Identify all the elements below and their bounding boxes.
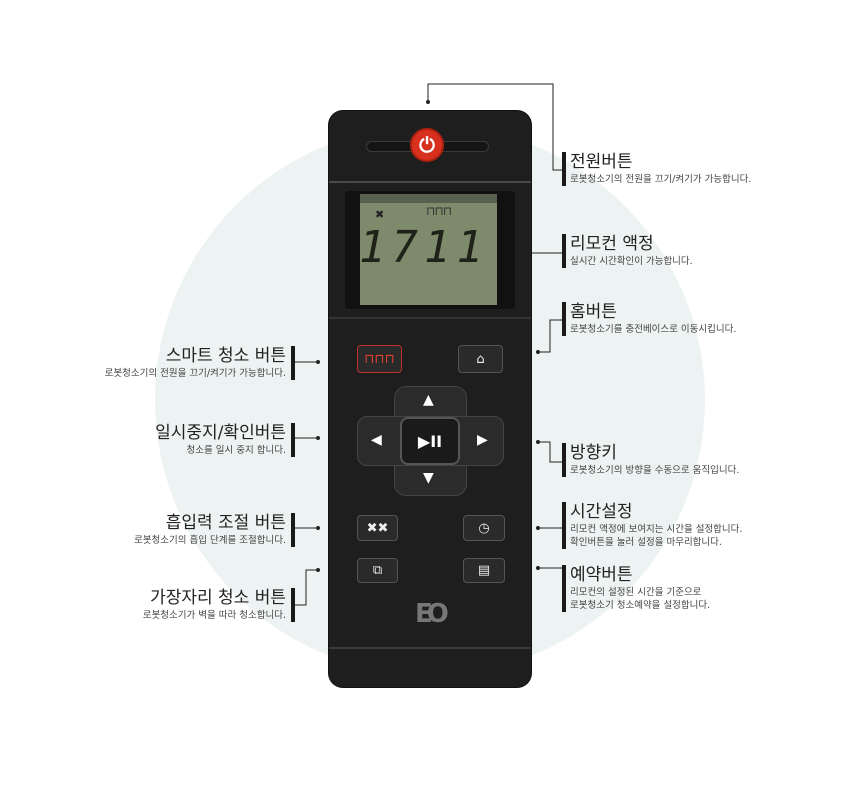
arrow-left-button[interactable]: ◀ — [371, 432, 382, 448]
home-icon: ⌂ — [476, 351, 485, 367]
divider — [329, 181, 531, 183]
fan-icon: ✖✖ — [366, 520, 389, 536]
power-button[interactable]: ⏻ — [410, 128, 444, 162]
lcd-digits: 1711 — [359, 222, 489, 273]
power-icon: ⏻ — [419, 133, 435, 157]
arrow-up-button[interactable]: ▲ — [423, 392, 434, 408]
clock-icon: ◷ — [478, 520, 490, 536]
divider — [329, 647, 531, 649]
schedule-icon: ▤ — [477, 563, 491, 578]
fan-icon: ✖ — [375, 208, 385, 221]
lcd-screen: ✖ ⊓⊓⊓ 1711 — [359, 194, 497, 305]
home-button[interactable]: ⌂ — [458, 345, 503, 373]
time-setting-button[interactable]: ◷ — [463, 515, 505, 541]
arrow-down-button[interactable]: ▼ — [423, 470, 434, 486]
smart-clean-button[interactable]: ⊓⊓⊓ — [357, 345, 402, 373]
brand-logo: EO — [415, 599, 449, 629]
divider — [329, 317, 531, 319]
direction-pad: ▲ ▼ ◀ ▶ ▶II — [357, 386, 504, 496]
pause-confirm-button[interactable]: ▶II — [400, 417, 460, 465]
smart-wave-icon: ⊓⊓⊓ — [364, 351, 395, 367]
reservation-button[interactable]: ▤ — [463, 558, 505, 583]
play-pause-icon: ▶II — [417, 431, 443, 451]
arrow-right-button[interactable]: ▶ — [477, 432, 488, 448]
smart-wave-icon: ⊓⊓⊓ — [426, 204, 452, 218]
edge-icon: ⧉ — [372, 563, 383, 578]
remote-control: ⏻ ✖ ⊓⊓⊓ 1711 ⊓⊓⊓ ⌂ ▲ ▼ ◀ ▶ ▶II ✖✖ ◷ ⧉ ▤ … — [329, 111, 531, 687]
edge-clean-button[interactable]: ⧉ — [357, 558, 398, 583]
suction-button[interactable]: ✖✖ — [357, 515, 398, 541]
lcd-bezel: ✖ ⊓⊓⊓ 1711 — [345, 191, 515, 309]
